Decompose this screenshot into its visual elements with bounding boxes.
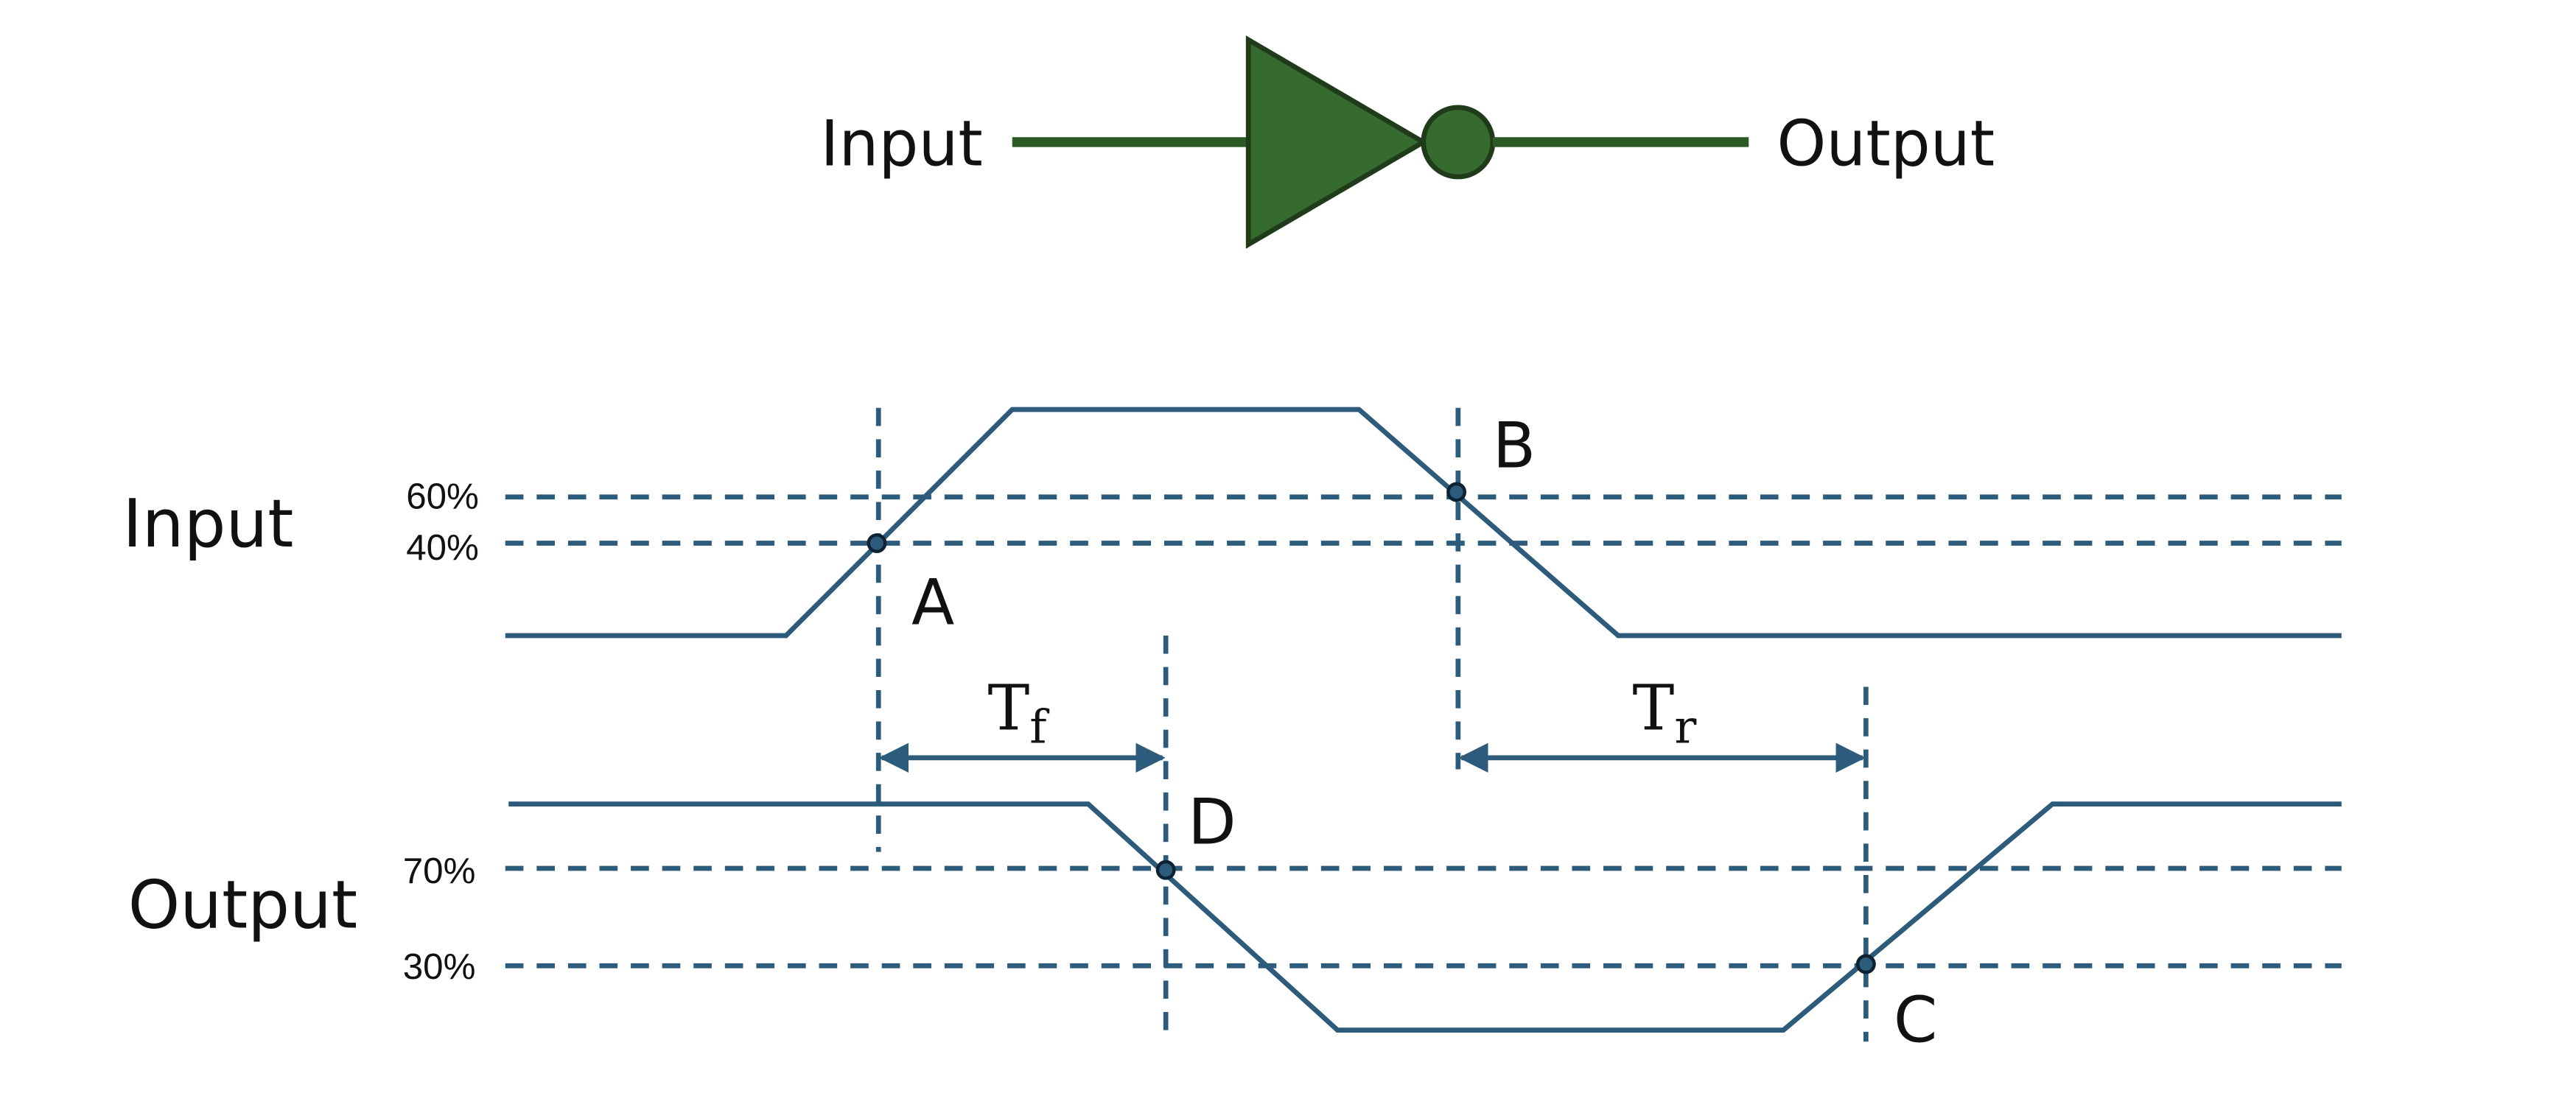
inverter-symbol: Input Output xyxy=(820,35,1995,249)
fall-time-subscript: f xyxy=(1029,700,1049,754)
input-level-60-label: 60% xyxy=(406,476,479,516)
rise-time-label: Tr xyxy=(1633,672,1697,754)
symbol-input-label: Input xyxy=(820,108,982,180)
point-d-marker xyxy=(1155,860,1176,880)
point-b-label: B xyxy=(1493,410,1536,482)
point-a-marker xyxy=(867,533,887,553)
output-row-label: Output xyxy=(128,868,357,944)
point-a-label: A xyxy=(911,566,954,639)
fall-time-label: Tf xyxy=(987,672,1049,754)
point-d-label: D xyxy=(1188,786,1236,859)
output-waveform xyxy=(508,801,2342,1033)
output-level-70-label: 70% xyxy=(403,851,476,891)
rise-time-main: T xyxy=(1633,672,1675,745)
output-level-30-label: 30% xyxy=(403,946,476,987)
rise-time-subscript: r xyxy=(1674,700,1696,754)
fall-time-main: T xyxy=(987,672,1029,745)
input-waveform xyxy=(505,407,2342,639)
point-c-marker xyxy=(1855,954,1876,974)
gate-triangle xyxy=(1245,35,1429,249)
not-gate-icon xyxy=(1245,35,1496,249)
input-row-label: Input xyxy=(122,486,293,563)
point-c-label: C xyxy=(1894,984,1937,1057)
point-b-marker xyxy=(1446,482,1467,502)
input-level-40-label: 40% xyxy=(406,527,479,568)
gate-bubble xyxy=(1421,105,1496,180)
symbol-output-label: Output xyxy=(1777,108,1995,180)
